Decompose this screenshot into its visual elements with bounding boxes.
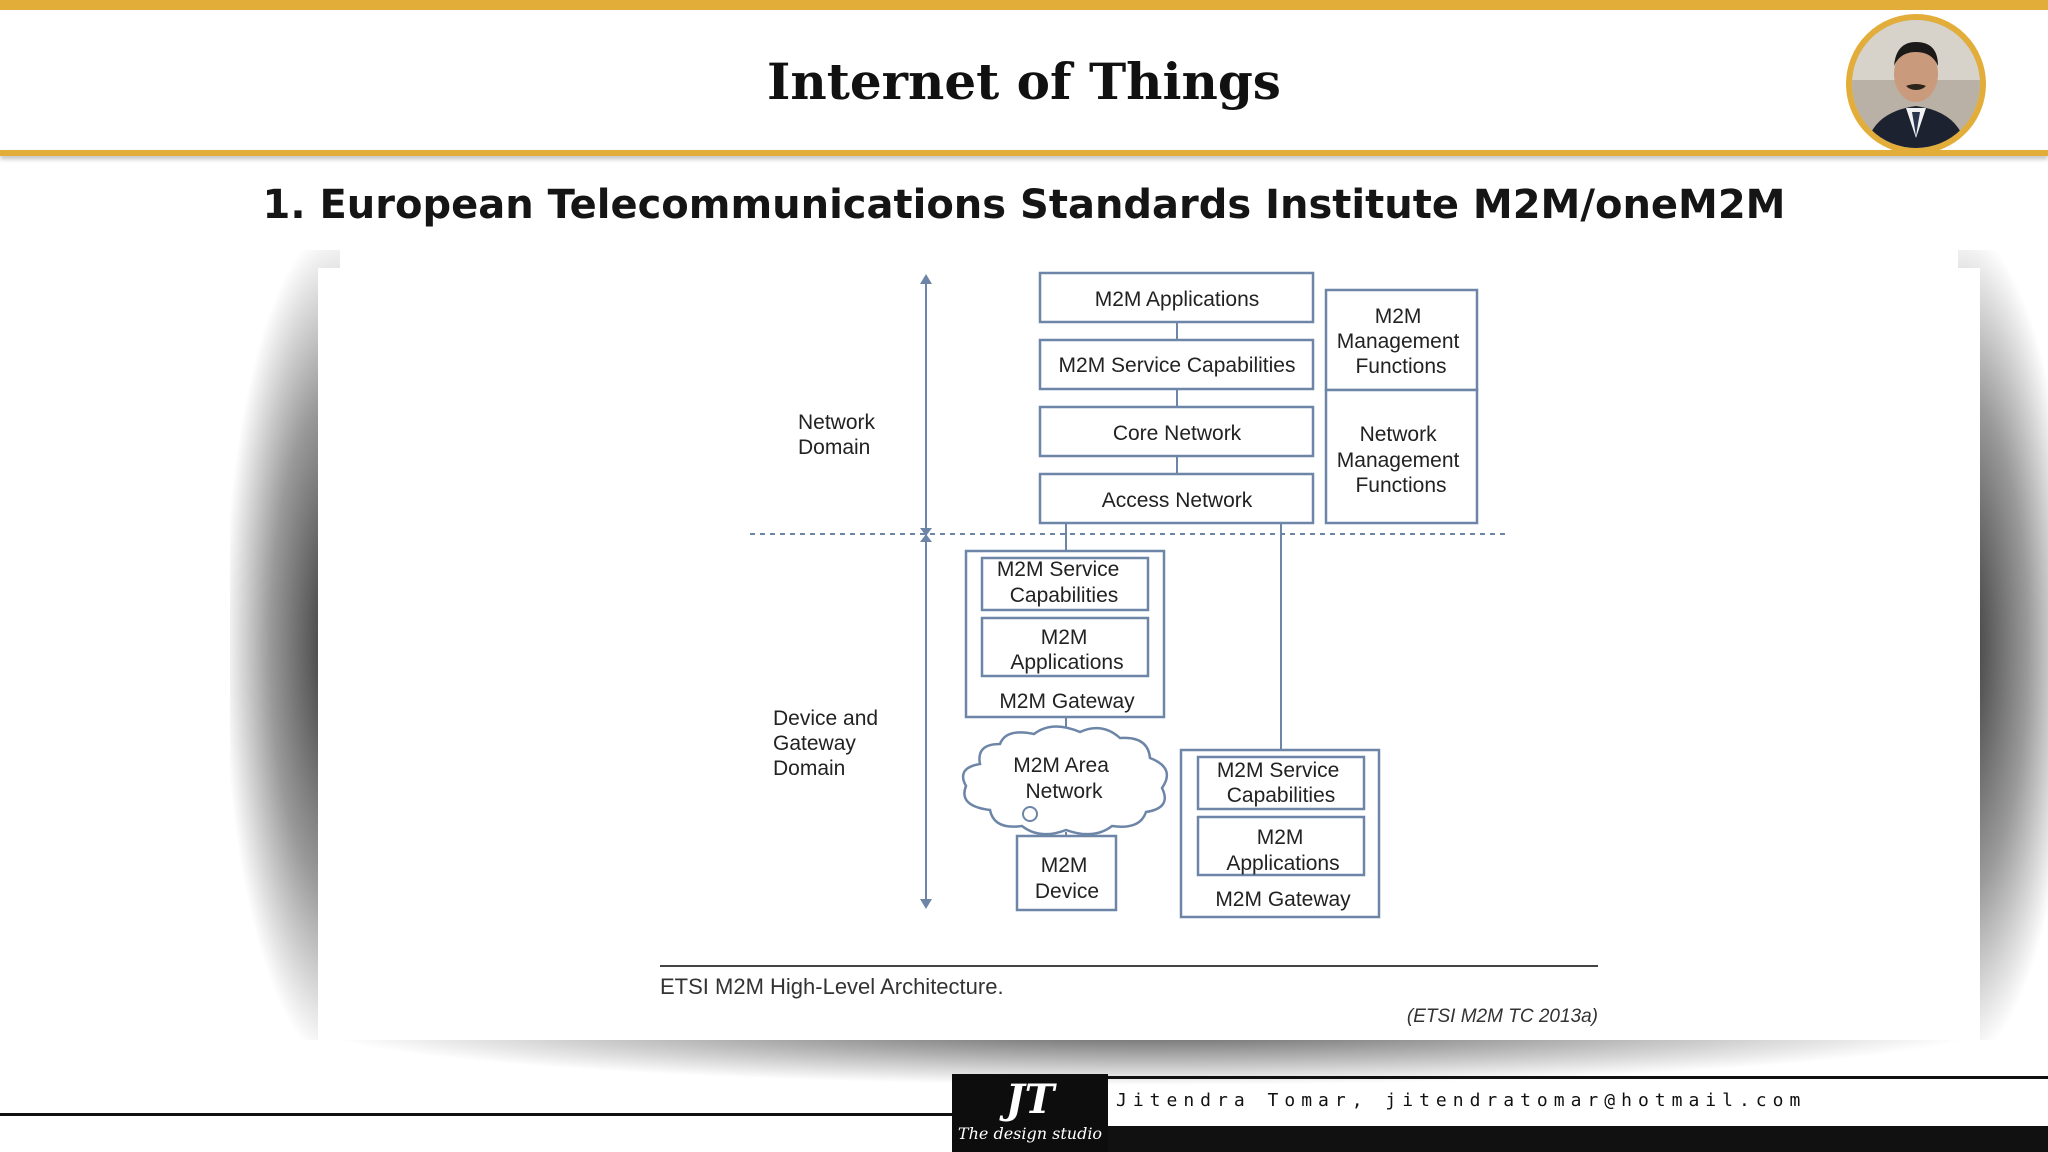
- device-gateway-domain-label: Device and Gateway Domain: [773, 707, 884, 780]
- svg-text:M2M Gateway: M2M Gateway: [1215, 888, 1351, 911]
- header-divider: [0, 150, 2048, 156]
- svg-text:M2M Service Capabilities: M2M Service Capabilities: [1217, 759, 1345, 807]
- svg-text:M2M Service Capabilities: M2M Service Capabilities: [1059, 354, 1296, 377]
- arrow-divider-head-2: [920, 534, 932, 542]
- box-m2m-gateway-left: M2M Service Capabilities M2M Application…: [964, 549, 1166, 719]
- logo-subtitle: The design studio: [957, 1124, 1103, 1143]
- svg-text:M2M Area Network: M2M Area Network: [1013, 754, 1115, 803]
- cloud-m2m-area-network: M2M Area Network: [961, 725, 1169, 836]
- box-m2m-applications: M2M Applications: [1038, 271, 1315, 324]
- cloud-tail-icon: [1022, 806, 1038, 822]
- figure-source: (ETSI M2M TC 2013a): [1406, 1006, 1598, 1027]
- box-m2m-gateway-right: M2M Service Capabilities M2M Application…: [1179, 748, 1381, 919]
- presenter-avatar: [1846, 14, 1986, 154]
- svg-text:Network Management: Network Management Functions: [1337, 423, 1465, 497]
- svg-text:M2M Gateway: M2M Gateway: [999, 690, 1135, 713]
- box-core-network: Core Network: [1038, 405, 1315, 458]
- presenter-portrait-icon: [1852, 20, 1980, 148]
- footer-rule-left: [0, 1113, 952, 1116]
- svg-text:M2M Applications: M2M Applications: [1010, 626, 1123, 674]
- box-m2m-device: M2M Device: [1015, 834, 1118, 912]
- arrow-down-head: [920, 899, 932, 909]
- svg-text:M2M Applications: M2M Applications: [1095, 288, 1260, 311]
- footer-dark-band: [1108, 1126, 2048, 1152]
- top-accent-bar: [0, 0, 2048, 10]
- box-access-network: Access Network: [1038, 472, 1315, 525]
- network-domain-label: Network Domain: [798, 411, 881, 459]
- studio-logo: JT The design studio: [952, 1074, 1108, 1152]
- box-m2m-service-capabilities: M2M Service Capabilities: [1038, 338, 1315, 391]
- svg-text:Access Network: Access Network: [1102, 489, 1253, 512]
- svg-text:M2M Service Capabilities: M2M Service Capabilities: [997, 558, 1125, 607]
- slide-title: Internet of Things: [767, 52, 1281, 111]
- box-network-management-functions: Network Management Functions: [1324, 388, 1479, 525]
- box-m2m-management-functions: M2M Management Functions: [1324, 288, 1479, 392]
- svg-text:Core Network: Core Network: [1113, 422, 1242, 445]
- footer-credit: Jitendra Tomar, jitendratomar@hotmail.co…: [1116, 1090, 1807, 1111]
- arrow-up-head: [920, 274, 932, 284]
- logo-mark: JT: [1005, 1076, 1055, 1123]
- caption-rule: [660, 965, 1598, 967]
- slide-header: [0, 10, 2048, 150]
- arrow-divider-head: [920, 528, 932, 536]
- svg-text:M2M Management Fun: M2M Management Functions: [1337, 305, 1465, 378]
- section-heading: 1. European Telecommunications Standards…: [262, 182, 1786, 228]
- svg-text:M2M Device: M2M Device: [1035, 854, 1099, 903]
- svg-text:M2M Applications: M2M Applications: [1226, 826, 1339, 875]
- figure-caption: ETSI M2M High-Level Architecture.: [660, 974, 1004, 999]
- footer-rule-right: [1108, 1076, 2048, 1079]
